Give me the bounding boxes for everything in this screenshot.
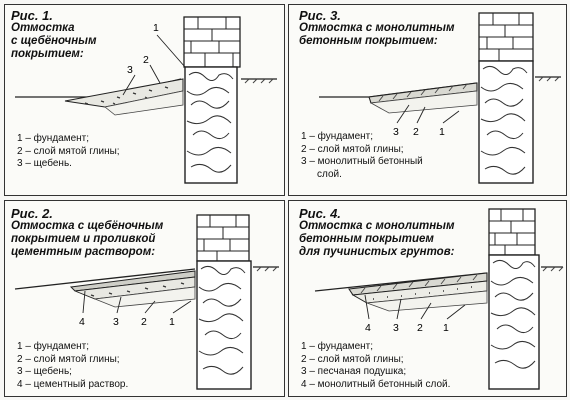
figure-1-legend: 1 – фундамент; 2 – слой мятой глины; 3 –… bbox=[17, 133, 120, 171]
title-line: бетонным покрытием bbox=[299, 233, 434, 245]
clay-layer bbox=[366, 290, 488, 312]
callout-3: 3 bbox=[127, 64, 133, 76]
legend-item: 1 – фундамент; bbox=[301, 341, 374, 352]
figure-label: Рис. 1. bbox=[11, 8, 53, 23]
figure-label: Рис. 2. bbox=[11, 206, 53, 221]
legend-item: 3 – щебень; bbox=[17, 366, 72, 377]
figure-1-caption: Рис. 1. Отмостка с щебёночным покрытием: bbox=[11, 9, 97, 61]
title-line: Отмостка с монолитным bbox=[299, 22, 455, 34]
title-line: покрытием и проливкой bbox=[11, 233, 156, 245]
callout-2: 2 bbox=[143, 54, 149, 66]
callout-3: 3 bbox=[113, 316, 119, 328]
ground-line bbox=[14, 266, 279, 290]
title-line: покрытием: bbox=[11, 48, 84, 60]
title-line: Отмостка с щебёночным bbox=[11, 220, 164, 232]
legend-item: 4 – цементный раствор. bbox=[17, 378, 129, 390]
legend-item: 4 – монолитный бетонный слой. bbox=[301, 378, 451, 390]
figure-4-legend: 1 – фундамент; 2 – слой мятой глины; 3 –… bbox=[301, 341, 450, 391]
title-line: Отмостка bbox=[11, 22, 75, 34]
brick-wall bbox=[196, 214, 250, 262]
callout-3: 3 bbox=[393, 126, 399, 138]
figure-1-drawing: 1 2 3 bbox=[15, 16, 277, 184]
callout-1: 1 bbox=[443, 322, 449, 334]
title-line: бетонным покрытием: bbox=[299, 35, 438, 47]
brick-wall bbox=[183, 16, 241, 68]
callout-4: 4 bbox=[365, 322, 371, 334]
title-line: для пучинистых грунтов: bbox=[299, 246, 455, 258]
legend-item: 3 – монолитный бетонный bbox=[301, 156, 423, 167]
figure-3-caption: Рис. 3. Отмостка с монолитным бетонным п… bbox=[299, 9, 455, 48]
figure-3-panel: 3 2 1 Рис. 3. Отмостка с монолитным бето… bbox=[288, 4, 567, 196]
callout-2: 2 bbox=[413, 126, 419, 138]
legend-item: 1 – фундамент; bbox=[301, 131, 374, 142]
figure-label: Рис. 4. bbox=[299, 206, 341, 221]
title-line: Отмостка с монолитным bbox=[299, 220, 455, 232]
callout-2: 2 bbox=[141, 316, 147, 328]
figure-2-legend: 1 – фундамент; 2 – слой мятой глины; 3 –… bbox=[17, 341, 128, 391]
figure-label: Рис. 3. bbox=[299, 8, 341, 23]
figure-3-drawing: 3 2 1 bbox=[319, 12, 561, 184]
callout-2: 2 bbox=[417, 322, 423, 334]
brick-wall bbox=[478, 12, 534, 62]
foundation bbox=[196, 260, 252, 390]
foundation bbox=[184, 66, 238, 184]
figure-4-drawing: 4 3 2 1 bbox=[314, 208, 564, 390]
legend-item: 3 – песчаная подушка; bbox=[301, 366, 407, 377]
callout-4: 4 bbox=[79, 316, 85, 328]
figure-2-caption: Рис. 2. Отмостка с щебёночным покрытием … bbox=[11, 207, 163, 259]
title-line: с щебёночным bbox=[11, 35, 97, 47]
clay-layer bbox=[104, 90, 184, 116]
foundation bbox=[478, 60, 534, 184]
brick-wall bbox=[488, 208, 536, 256]
foundation bbox=[488, 254, 540, 390]
figure-4-panel: 4 3 2 1 Рис. 4. Отмостка с монолитным бе… bbox=[288, 200, 567, 397]
figure-4-caption: Рис. 4. Отмостка с монолитным бетонным п… bbox=[299, 207, 455, 259]
figure-3-legend: 1 – фундамент; 2 – слой мятой глины; 3 –… bbox=[301, 131, 423, 181]
figure-1-panel: 1 2 3 Рис. 1. Отмостка с щебёночным покр… bbox=[4, 4, 285, 196]
legend-item: 1 – фундамент; bbox=[17, 133, 90, 144]
legend-item: 2 – слой мятой глины; bbox=[301, 143, 404, 155]
callout-1: 1 bbox=[439, 126, 445, 138]
callout-3: 3 bbox=[393, 322, 399, 334]
legend-item: 2 – слой мятой глины; bbox=[301, 353, 404, 365]
figure-2-drawing: 4 3 2 1 bbox=[14, 214, 279, 390]
figure-2-panel: 4 3 2 1 Рис. 2. Отмостка с щебёночным по… bbox=[4, 200, 285, 397]
legend-item: 3 – щебень. bbox=[17, 158, 72, 169]
callout-1: 1 bbox=[153, 22, 159, 34]
legend-item: 2 – слой мятой глины; bbox=[17, 353, 120, 365]
title-line: цементным раствором: bbox=[11, 246, 156, 258]
legend-item: 2 – слой мятой глины; bbox=[17, 145, 120, 157]
clay-layer bbox=[369, 90, 478, 114]
legend-item: слой. bbox=[317, 168, 342, 180]
legend-item: 1 – фундамент; bbox=[17, 341, 90, 352]
callout-1: 1 bbox=[169, 316, 175, 328]
